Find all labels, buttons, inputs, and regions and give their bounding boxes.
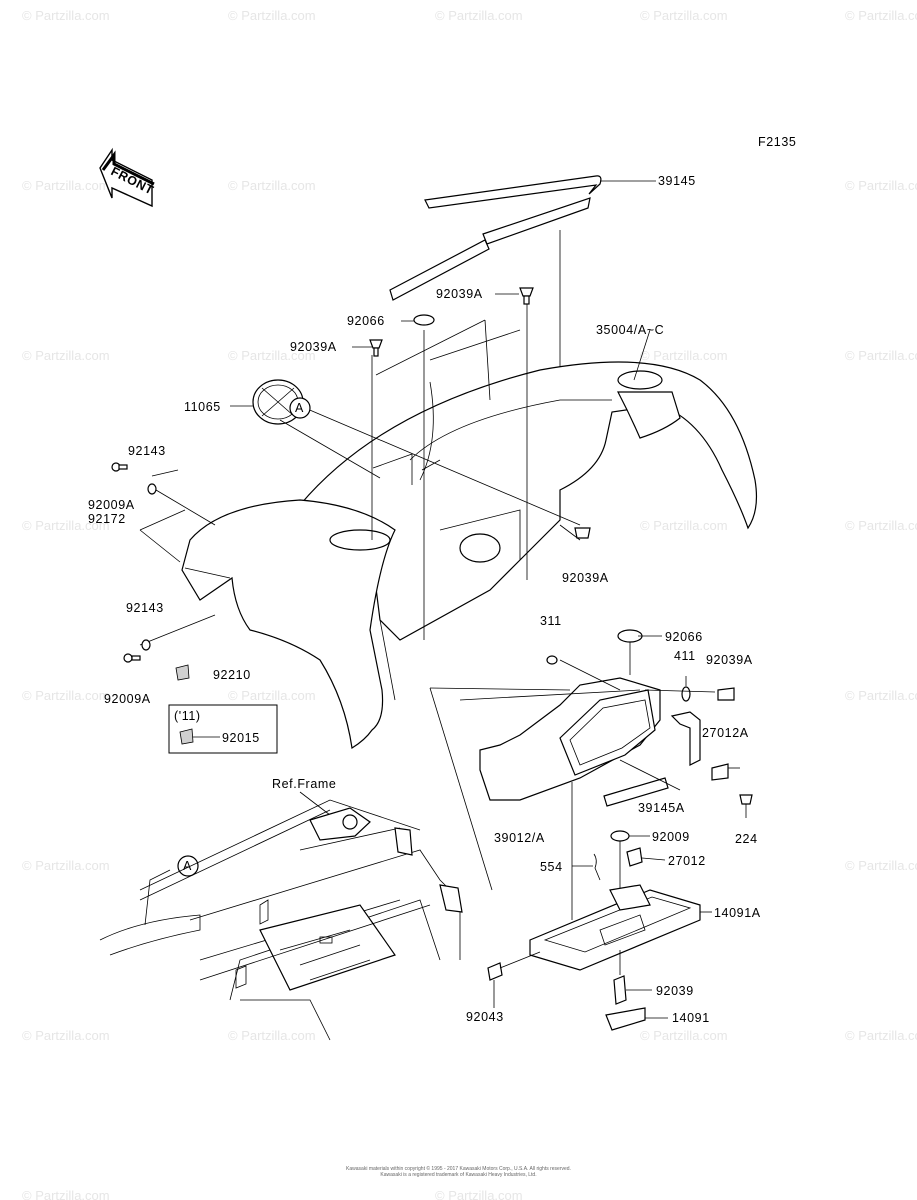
ref-marker-letter: A — [295, 401, 304, 415]
part-label-92066: 92066 — [665, 630, 703, 644]
part-label-92210: 92210 — [213, 668, 251, 682]
watermark: © Partzilla.com — [845, 688, 917, 703]
part-label-39012: 39012/A — [494, 831, 545, 845]
part-label-27012: 27012 — [668, 854, 706, 868]
watermark: © Partzilla.com — [22, 518, 110, 533]
watermark: © Partzilla.com — [845, 1028, 917, 1043]
watermark: © Partzilla.com — [228, 688, 316, 703]
part-label-14091: 14091 — [672, 1011, 710, 1025]
part-label-39145A: 39145A — [638, 801, 685, 815]
ref-marker-upper: A — [289, 397, 311, 419]
year-note-box: ('11) — [168, 704, 278, 754]
watermark: © Partzilla.com — [22, 8, 110, 23]
part-label-92009: 92009 — [652, 830, 690, 844]
watermark: © Partzilla.com — [435, 8, 523, 23]
part-label-27012A: 27012A — [702, 726, 749, 740]
watermark: © Partzilla.com — [640, 348, 728, 363]
ref-frame-label: Ref.Frame — [272, 777, 336, 791]
reference-frame-drawing: Ref.Frame — [99, 687, 571, 1041]
cap-11065 — [252, 379, 304, 425]
part-label-14091A: 14091A — [714, 906, 761, 920]
part-label-92039A: 92039A — [436, 287, 483, 301]
copyright-line: Kawasaki materials within copyright © 19… — [346, 1166, 571, 1172]
watermark: © Partzilla.com — [22, 348, 110, 363]
watermark: © Partzilla.com — [22, 178, 110, 193]
ref-marker-lower: A — [177, 855, 199, 877]
watermark: © Partzilla.com — [228, 178, 316, 193]
watermark: © Partzilla.com — [845, 8, 917, 23]
watermark: © Partzilla.com — [845, 348, 917, 363]
watermark: © Partzilla.com — [640, 518, 728, 533]
rear-fender-35004 — [299, 361, 758, 641]
trim-strip-39145 — [389, 175, 602, 395]
watermark: © Partzilla.com — [22, 858, 110, 873]
part-label-92009A: 92009A — [104, 692, 151, 706]
front-arrow-icon: FRONT — [99, 147, 156, 208]
part-label-92039A: 92039A — [562, 571, 609, 585]
watermark: © Partzilla.com — [640, 8, 728, 23]
watermark: © Partzilla.com — [435, 1188, 523, 1200]
year-note-label: ('11) — [174, 709, 201, 723]
part-label-311: 311 — [540, 614, 562, 628]
part-labels: 39145 92039A 92066 35004/A~C 92039A 1106… — [88, 174, 761, 1025]
watermark: © Partzilla.com — [640, 1028, 728, 1043]
watermark: © Partzilla.com — [228, 1028, 316, 1043]
storage-box-assembly — [459, 629, 753, 920]
watermark: © Partzilla.com — [228, 8, 316, 23]
watermark: © Partzilla.com — [228, 348, 316, 363]
watermark: © Partzilla.com — [22, 1028, 110, 1043]
part-label-92143: 92143 — [128, 444, 166, 458]
part-label-92172: 92172 — [88, 512, 126, 526]
fasteners-upper — [111, 287, 591, 681]
figure-code: F2135 — [758, 135, 796, 149]
part-label-554: 554 — [540, 860, 563, 874]
part-label-224: 224 — [735, 832, 758, 846]
part-label-411: 411 — [674, 649, 696, 663]
watermark: © Partzilla.com — [845, 178, 917, 193]
copyright-line: Kawasaki is a registered trademark of Ka… — [380, 1172, 537, 1178]
part-label-11065: 11065 — [184, 400, 221, 414]
part-label-35004: 35004/A~C — [596, 323, 664, 337]
part-label-92143: 92143 — [126, 601, 164, 615]
watermark: © Partzilla.com — [22, 1188, 110, 1200]
part-label-92039A: 92039A — [290, 340, 337, 354]
ref-marker-letter: A — [183, 859, 192, 873]
part-label-92039: 92039 — [656, 984, 694, 998]
part-label-92066: 92066 — [347, 314, 385, 328]
lid-14091A — [487, 884, 712, 1031]
part-label-92039A: 92039A — [706, 653, 753, 667]
copyright-footer: Kawasaki materials within copyright © 19… — [0, 1166, 917, 1178]
watermark: © Partzilla.com — [845, 858, 917, 873]
watermark: © Partzilla.com — [845, 518, 917, 533]
watermark: © Partzilla.com — [22, 688, 110, 703]
part-label-92043: 92043 — [466, 1010, 504, 1024]
part-label-92009A: 92009A — [88, 498, 135, 512]
part-label-92015: 92015 — [222, 731, 260, 745]
left-fender-panel — [181, 499, 396, 749]
leader-lines-upper — [130, 180, 656, 661]
part-label-39145: 39145 — [658, 174, 696, 188]
